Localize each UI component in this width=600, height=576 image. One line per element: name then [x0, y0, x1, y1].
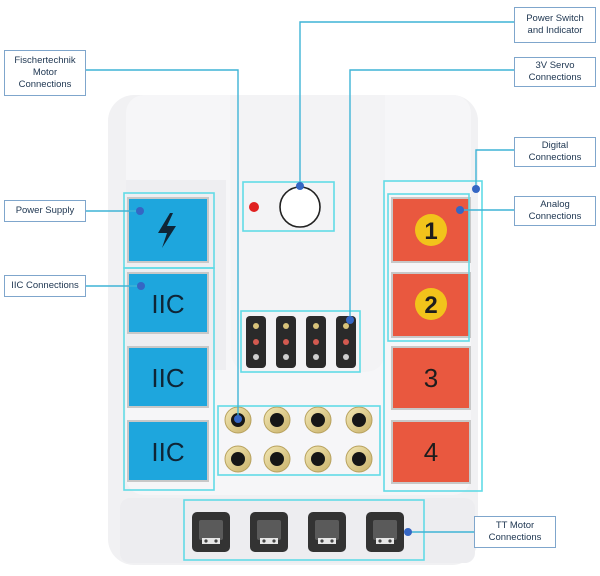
label-servo: 3V Servo Connections	[514, 57, 596, 87]
motor-socket	[304, 445, 332, 473]
fischertechnik-sockets	[224, 406, 373, 473]
port-number: 2	[424, 292, 437, 319]
iic-port: IIC	[127, 272, 209, 334]
digital-port-3: 3	[391, 346, 471, 410]
pointer-dot	[346, 316, 354, 324]
digital-port-4: 4	[391, 420, 471, 484]
label-iic: IIC Connections	[4, 275, 86, 297]
board-bottom-strip	[120, 498, 475, 563]
motor-socket	[224, 445, 252, 473]
motor-socket	[263, 445, 291, 473]
port-number: 4	[424, 437, 438, 467]
label-tt-motor: TT Motor Connections	[474, 516, 556, 548]
power-indicator-led	[249, 202, 259, 212]
tt-motor-connector	[250, 512, 288, 552]
pointer-dot	[234, 415, 242, 423]
pointer-dot	[296, 182, 304, 190]
pointer-dot	[137, 282, 145, 290]
motor-socket	[345, 406, 373, 434]
servo-header	[306, 316, 326, 368]
pointer-dot	[136, 207, 144, 215]
pointer-dot	[472, 185, 480, 193]
tt-motor-connector	[366, 512, 404, 552]
servo-header	[336, 316, 356, 368]
lightning-bolt-icon	[158, 213, 176, 248]
label-fischertechnik: Fischertechnik Motor Connections	[4, 50, 86, 96]
highlight-analog	[387, 193, 470, 342]
highlight-servo	[240, 310, 361, 373]
highlight-fischertechnik	[217, 405, 381, 476]
label-analog: Analog Connections	[514, 196, 596, 226]
label-power-supply: Power Supply	[4, 200, 86, 222]
iic-port: IIC	[127, 420, 209, 482]
leader-fischertechnik	[86, 69, 239, 419]
highlight-iic	[123, 267, 215, 491]
iic-port-label: IIC	[151, 289, 184, 319]
pointer-dot	[404, 528, 412, 536]
iic-port: IIC	[127, 346, 209, 408]
tt-motor-connector	[308, 512, 346, 552]
servo-header	[276, 316, 296, 368]
leader-digital	[475, 149, 514, 189]
center-raised-area	[230, 95, 385, 372]
iic-port-label: IIC	[151, 437, 184, 467]
leader-power-switch	[299, 21, 514, 186]
highlight-digital	[383, 180, 483, 492]
iic-port-label: IIC	[151, 363, 184, 393]
port-number: 3	[424, 363, 438, 393]
power-switch-button	[279, 186, 321, 228]
leader-servo	[349, 69, 514, 320]
port-number: 1	[424, 218, 437, 245]
motor-socket	[345, 445, 373, 473]
motor-socket	[304, 406, 332, 434]
tt-motor-connector	[192, 512, 230, 552]
label-digital: Digital Connections	[514, 137, 596, 167]
servo-header	[246, 316, 266, 368]
label-power-switch: Power Switch and Indicator	[514, 7, 596, 43]
pointer-dot	[456, 206, 464, 214]
motor-socket	[263, 406, 291, 434]
highlight-tt-motor	[183, 499, 425, 561]
analog-port-2: 2	[391, 272, 471, 338]
highlight-power-switch	[242, 181, 335, 232]
